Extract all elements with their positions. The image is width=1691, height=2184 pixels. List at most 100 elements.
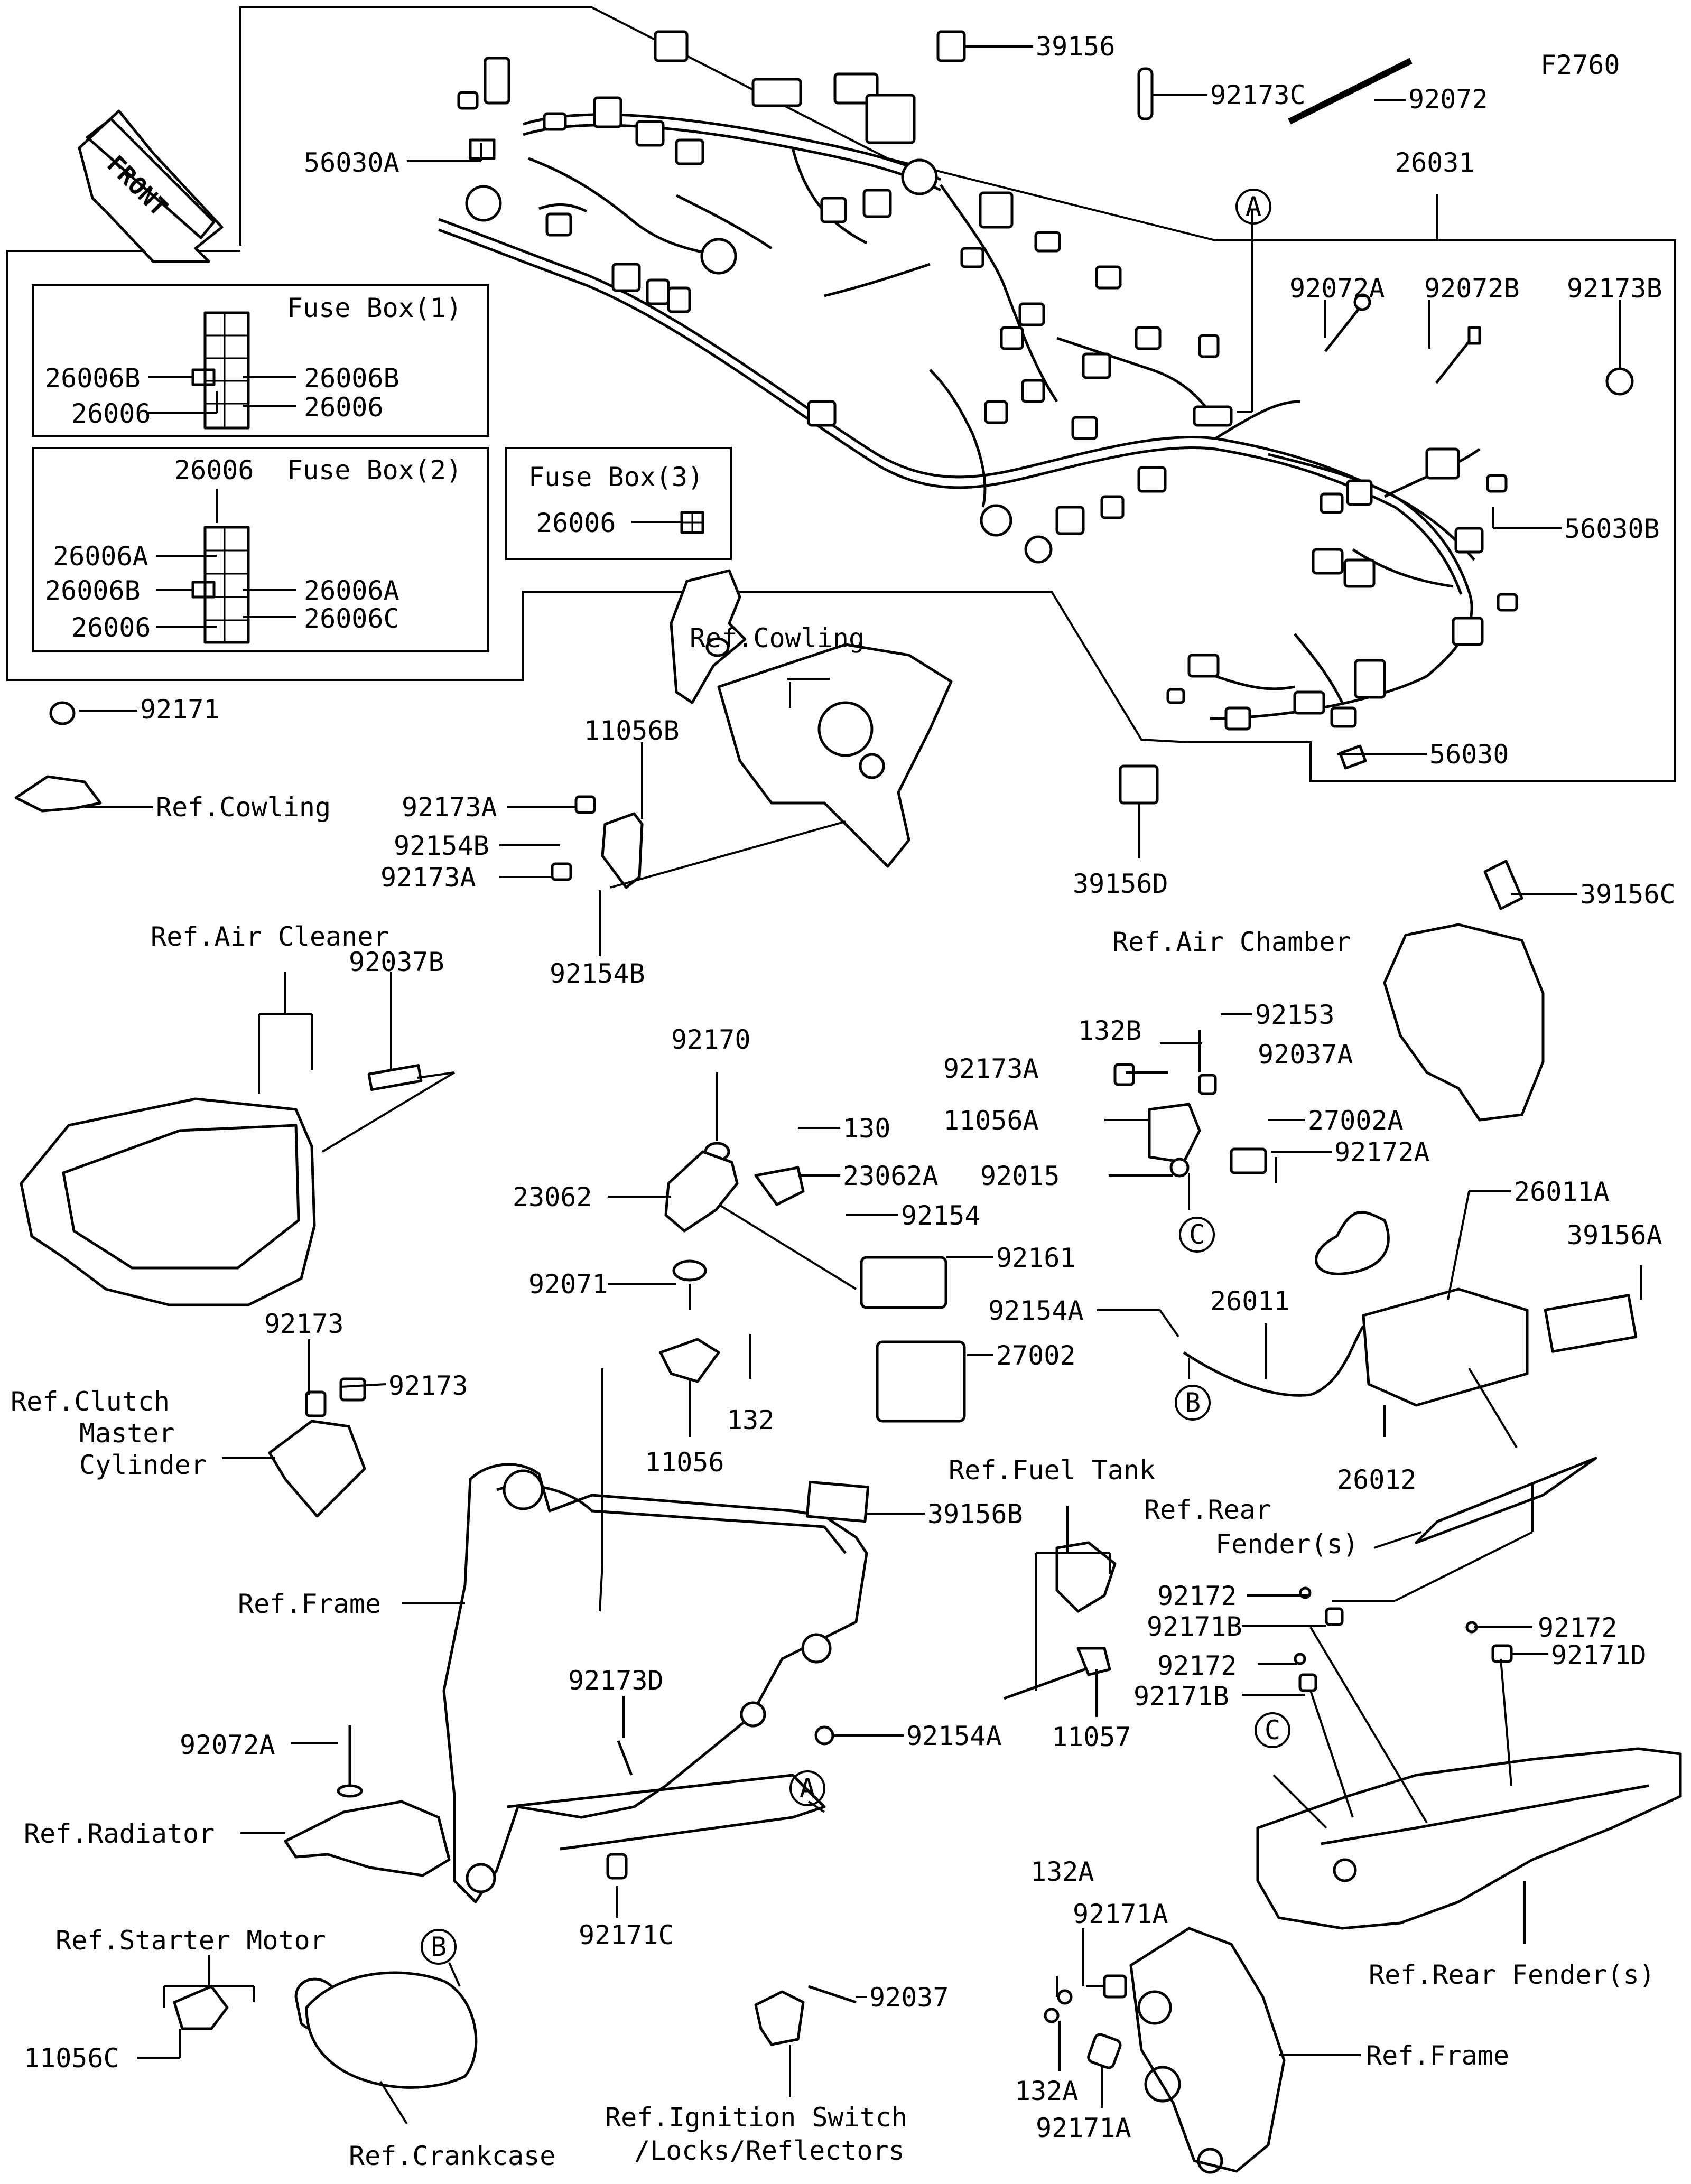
part-label: 26011 bbox=[1210, 1286, 1290, 1317]
ref-label: Ref.Rear Fender(s) bbox=[1369, 1959, 1655, 1990]
ref-label: Ref.Air Cleaner bbox=[151, 921, 389, 952]
part-label: 92037A bbox=[1258, 1039, 1353, 1070]
leader-lines bbox=[79, 45, 1642, 2125]
part-label: 92037B bbox=[349, 947, 444, 977]
callout-a-frame: A bbox=[789, 1770, 825, 1806]
fuse-box-2-label-1: 26006A bbox=[53, 541, 148, 572]
part-label: 92171A bbox=[1036, 2113, 1131, 2143]
fuse-box-2: Fuse Box(2) 26006 26006A 26006B 26006A 2… bbox=[32, 447, 489, 652]
connector-39156d bbox=[1119, 764, 1159, 805]
part-label: 92154B bbox=[394, 830, 489, 861]
label-39156a bbox=[1544, 1294, 1638, 1353]
grommet-92071 bbox=[672, 1259, 707, 1282]
part-label: 92154B bbox=[550, 958, 645, 989]
callout-c-bracket-label: C bbox=[1189, 1219, 1205, 1250]
part-label: 92154 bbox=[901, 1200, 981, 1231]
bracket-11056a bbox=[1148, 1103, 1201, 1164]
rear-fender-sheet bbox=[1415, 1457, 1597, 1544]
part-label: 39156D bbox=[1073, 869, 1168, 899]
ref-label: Master bbox=[79, 1418, 175, 1449]
clutch-bracket bbox=[268, 1420, 366, 1518]
part-label: 92154A bbox=[988, 1295, 1084, 1326]
radiator-bracket bbox=[284, 1800, 451, 1877]
part-label: 11057 bbox=[1052, 1722, 1131, 1752]
part-label: 92173A bbox=[402, 792, 497, 823]
bracket-11056c bbox=[173, 1985, 229, 2030]
part-label: 23062A bbox=[843, 1161, 939, 1191]
part-label: 56030B bbox=[1564, 514, 1660, 544]
part-label: 27002 bbox=[996, 1340, 1076, 1371]
ref-label: Ref.Frame bbox=[238, 1589, 381, 1619]
figure-code: F2760 bbox=[1540, 50, 1620, 80]
part-labels: 39156 92173C 92072 56030A 26031 92072A 9… bbox=[24, 31, 1676, 2143]
ref-label: Ref.Ignition Switch bbox=[605, 2102, 907, 2133]
callout-b-battery-label: B bbox=[1185, 1387, 1201, 1418]
fuse-box-1-title: Fuse Box(1) bbox=[287, 293, 462, 323]
part-label: 92153 bbox=[1255, 1000, 1335, 1030]
label-39156b bbox=[805, 1480, 870, 1523]
part-label: 132A bbox=[1030, 1856, 1094, 1887]
ref-label: Cylinder bbox=[79, 1450, 207, 1480]
label-56030a bbox=[469, 138, 496, 160]
part-label: 92173A bbox=[380, 862, 476, 893]
fuse-box-1-label-2: 26006B bbox=[304, 363, 399, 394]
part-label: 11056A bbox=[943, 1105, 1039, 1136]
rear-frame bbox=[1129, 1927, 1286, 2173]
part-label: 92161 bbox=[996, 1243, 1076, 1273]
ref-label: Ref.Rear bbox=[1144, 1495, 1271, 1525]
ref-label: Ref.Air Chamber bbox=[1112, 927, 1351, 957]
bracket-11056b bbox=[601, 812, 644, 889]
crankcase bbox=[305, 1971, 478, 2089]
fuse-box-2-label-4: 26006 bbox=[71, 612, 151, 643]
part-label: 92072B bbox=[1424, 273, 1520, 304]
fuse-box-2-label-3: 26006A bbox=[304, 575, 399, 606]
part-label: 92173C bbox=[1210, 80, 1306, 110]
fuse-box-1-label-3: 26006 bbox=[71, 398, 151, 429]
part-label: 92173 bbox=[388, 1370, 468, 1401]
fuse-box-2-label-2: 26006B bbox=[45, 575, 141, 606]
part-label: 132A bbox=[1015, 2076, 1078, 2106]
ecu-27002 bbox=[876, 1340, 966, 1423]
part-label: 92173D bbox=[568, 1665, 664, 1696]
connector-39156 bbox=[936, 30, 966, 62]
part-label: 27002A bbox=[1308, 1105, 1404, 1136]
clamp-92171c bbox=[606, 1853, 628, 1880]
part-label: 56030 bbox=[1429, 739, 1509, 770]
ref-label: Ref.Clutch bbox=[11, 1386, 170, 1417]
callout-c-fender: C bbox=[1255, 1712, 1290, 1748]
fuse-box-3-title: Fuse Box(3) bbox=[528, 462, 703, 492]
part-label: 39156A bbox=[1567, 1220, 1662, 1250]
main-harness bbox=[438, 30, 1518, 731]
fuse-box-1-label-4: 26006 bbox=[304, 392, 384, 423]
callout-b-crankcase: B bbox=[421, 1929, 457, 1965]
ignition-switch bbox=[754, 1990, 805, 2046]
part-label: 92037 bbox=[869, 1982, 949, 2013]
bracket-11056 bbox=[659, 1338, 720, 1383]
ref-label: Ref.Starter Motor bbox=[55, 1925, 326, 1956]
callout-b-battery: B bbox=[1175, 1385, 1211, 1421]
air-cleaner bbox=[20, 1097, 316, 1306]
fuse-box-3-label: 26006 bbox=[536, 508, 616, 538]
part-label: 39156 bbox=[1036, 31, 1116, 62]
band-92072 bbox=[1288, 58, 1413, 125]
part-label: 92172 bbox=[1157, 1650, 1237, 1681]
clamp-11057 bbox=[1076, 1647, 1111, 1676]
fuse-box-2-title: Fuse Box(2) bbox=[287, 455, 462, 486]
band-92072a-top bbox=[1324, 305, 1362, 352]
reference-labels: Ref.Cowling Ref.Cowling Ref.Air Cleaner … bbox=[11, 623, 1655, 2171]
part-label: 92171C bbox=[579, 1920, 674, 1950]
part-label: 92173B bbox=[1567, 273, 1662, 304]
callout-c-bracket: C bbox=[1179, 1217, 1215, 1253]
connector-39156c bbox=[1483, 860, 1523, 910]
battery-26012 bbox=[1362, 1287, 1529, 1407]
ref-label: Ref.Cowling bbox=[690, 623, 865, 654]
callout-b-crankcase-label: B bbox=[431, 1931, 447, 1962]
part-label: 92071 bbox=[528, 1269, 608, 1300]
part-label: 92170 bbox=[671, 1024, 751, 1055]
part-label: 11056 bbox=[645, 1447, 724, 1478]
part-label: 132B bbox=[1078, 1015, 1141, 1046]
part-label: 92173A bbox=[943, 1053, 1039, 1084]
part-label: 11056C bbox=[24, 2043, 119, 2074]
part-label: 11056B bbox=[584, 715, 680, 746]
part-label: 92172 bbox=[1157, 1581, 1237, 1611]
